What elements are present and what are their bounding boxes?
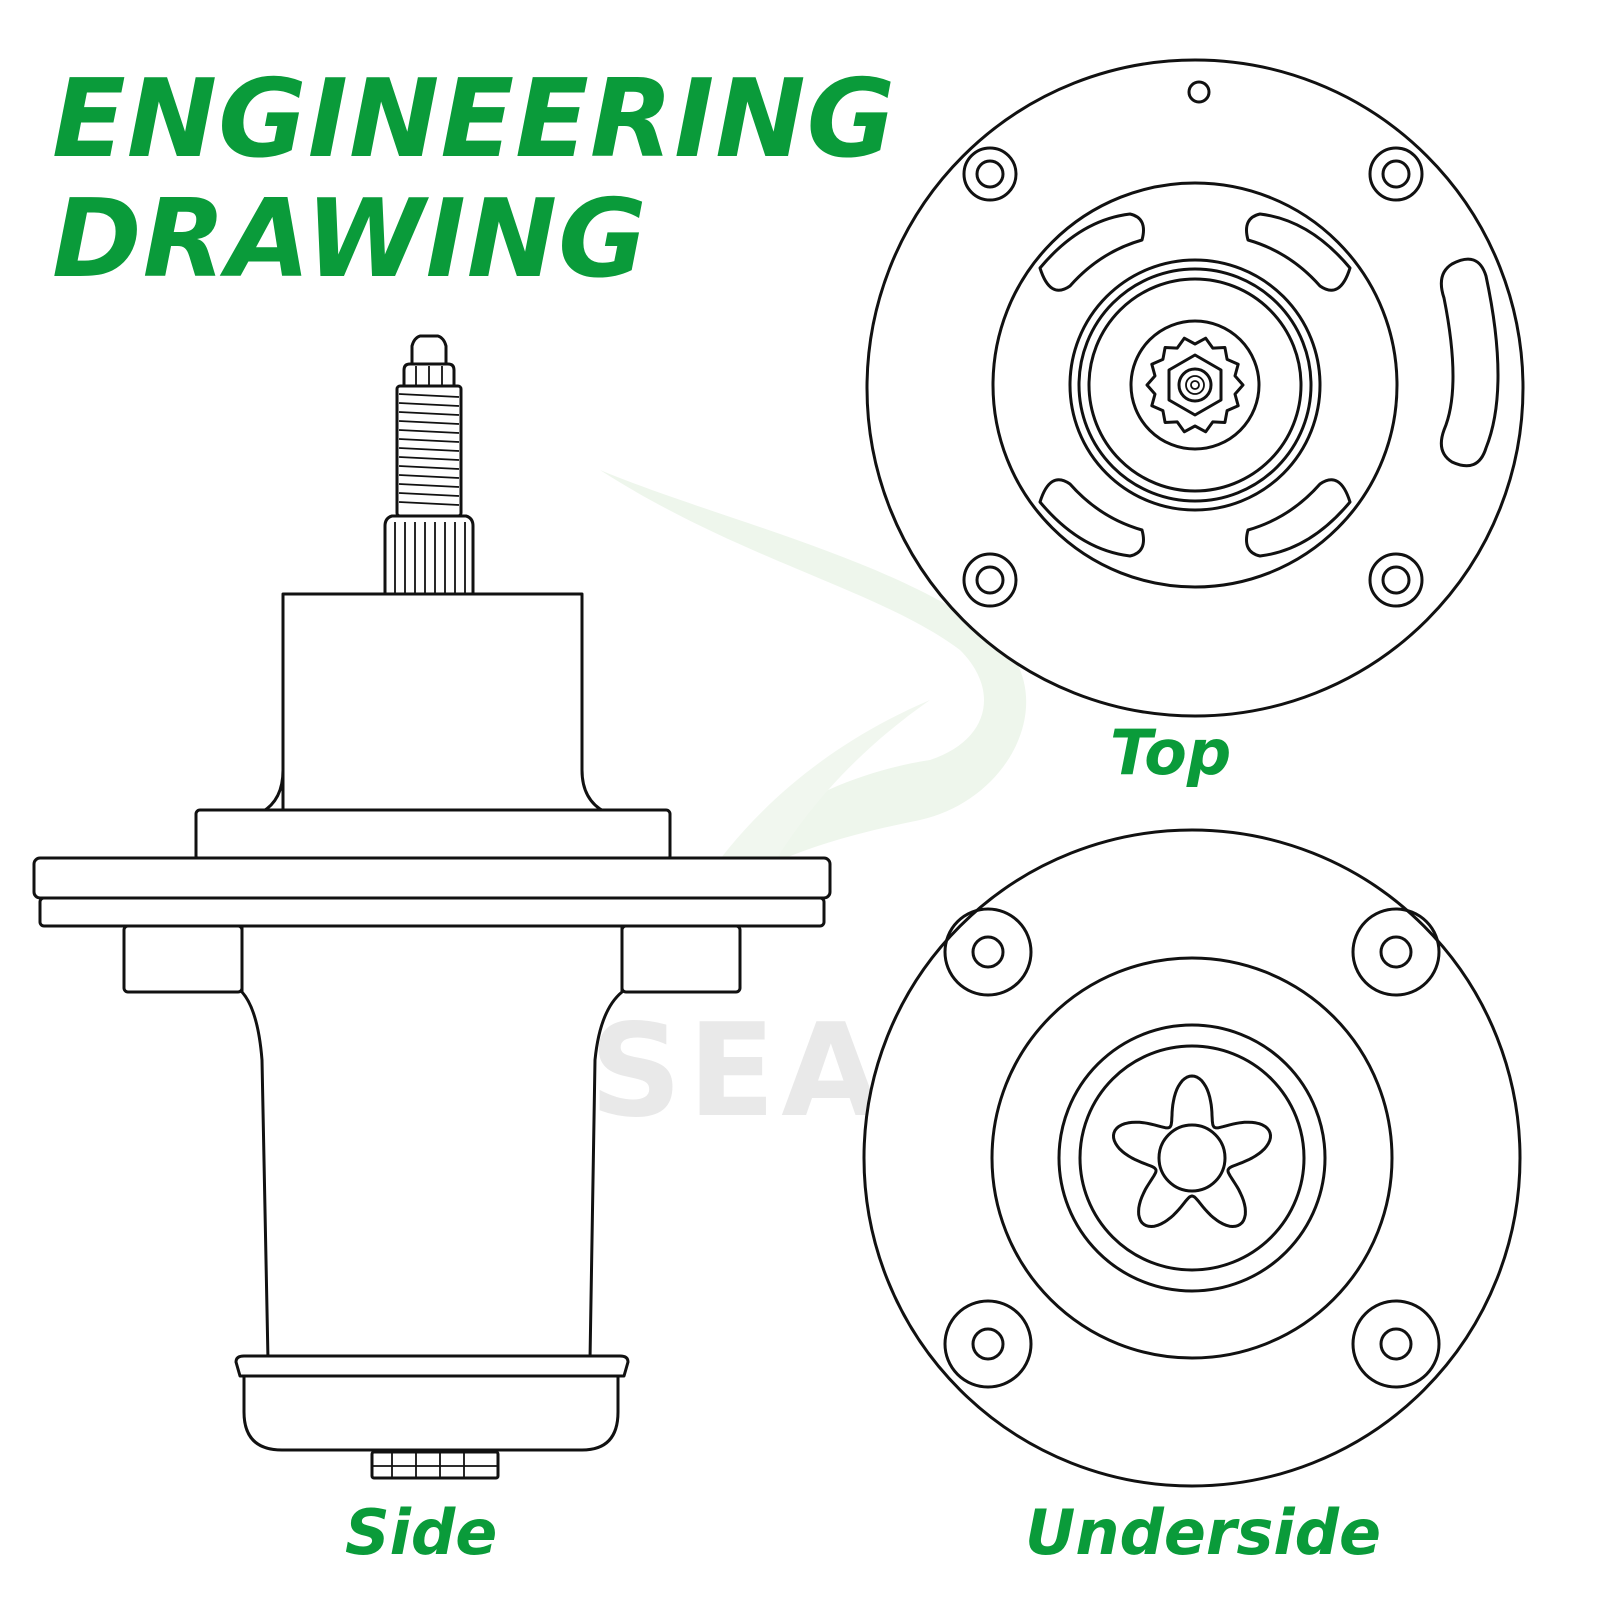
underside-bolt-hole-1 — [943, 907, 1033, 997]
side-view-label: Side — [345, 1496, 498, 1569]
top-bolt-hole-4 — [1368, 552, 1424, 608]
top-bolt-hole-2 — [1368, 146, 1424, 202]
page-title-line-2: DRAWING — [52, 177, 648, 302]
top-bolt-hole-1 — [962, 146, 1018, 202]
side-view-drawing — [32, 334, 832, 1480]
page-title-line-1: ENGINEERING — [52, 57, 897, 182]
top-view-drawing — [865, 58, 1525, 718]
underside-view-drawing — [862, 828, 1522, 1488]
top-view-label: Top — [1110, 716, 1232, 789]
underside-bolt-hole-2 — [1351, 907, 1441, 997]
top-bolt-hole-3 — [962, 552, 1018, 608]
underside-bolt-hole-3 — [943, 1299, 1033, 1389]
underside-view-label: Underside — [1025, 1496, 1382, 1569]
underside-bolt-hole-4 — [1351, 1299, 1441, 1389]
